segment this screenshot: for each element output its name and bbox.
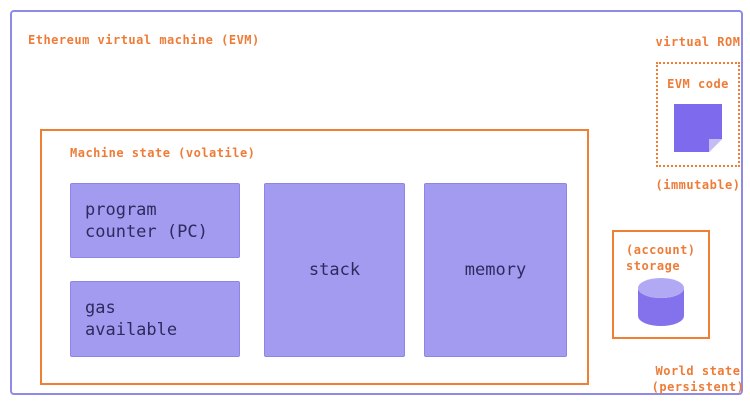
evm-code-page-icon — [674, 104, 722, 152]
memory-box: memory — [424, 183, 567, 357]
immutable-label: (immutable) — [655, 178, 741, 192]
evm-outer-frame: Ethereum virtual machine (EVM) Machine s… — [10, 10, 744, 395]
stack-box: stack — [264, 183, 405, 357]
gas-available-box: gas available — [70, 281, 240, 357]
account-storage-label: (account) storage — [626, 243, 696, 273]
evm-title: Ethereum virtual machine (EVM) — [28, 33, 260, 47]
evm-code-label: EVM code — [667, 77, 729, 91]
program-counter-box: program counter (PC) — [70, 183, 240, 258]
storage-database-icon — [638, 278, 684, 326]
machine-state-box: Machine state (volatile) program counter… — [40, 129, 589, 385]
account-storage-box: (account) storage — [612, 230, 710, 339]
virtual-rom-box: EVM code — [656, 62, 740, 167]
virtual-rom-label: virtual ROM — [655, 35, 741, 49]
world-state-label: World state (persistent) — [651, 364, 745, 394]
machine-state-label: Machine state (volatile) — [70, 146, 256, 160]
